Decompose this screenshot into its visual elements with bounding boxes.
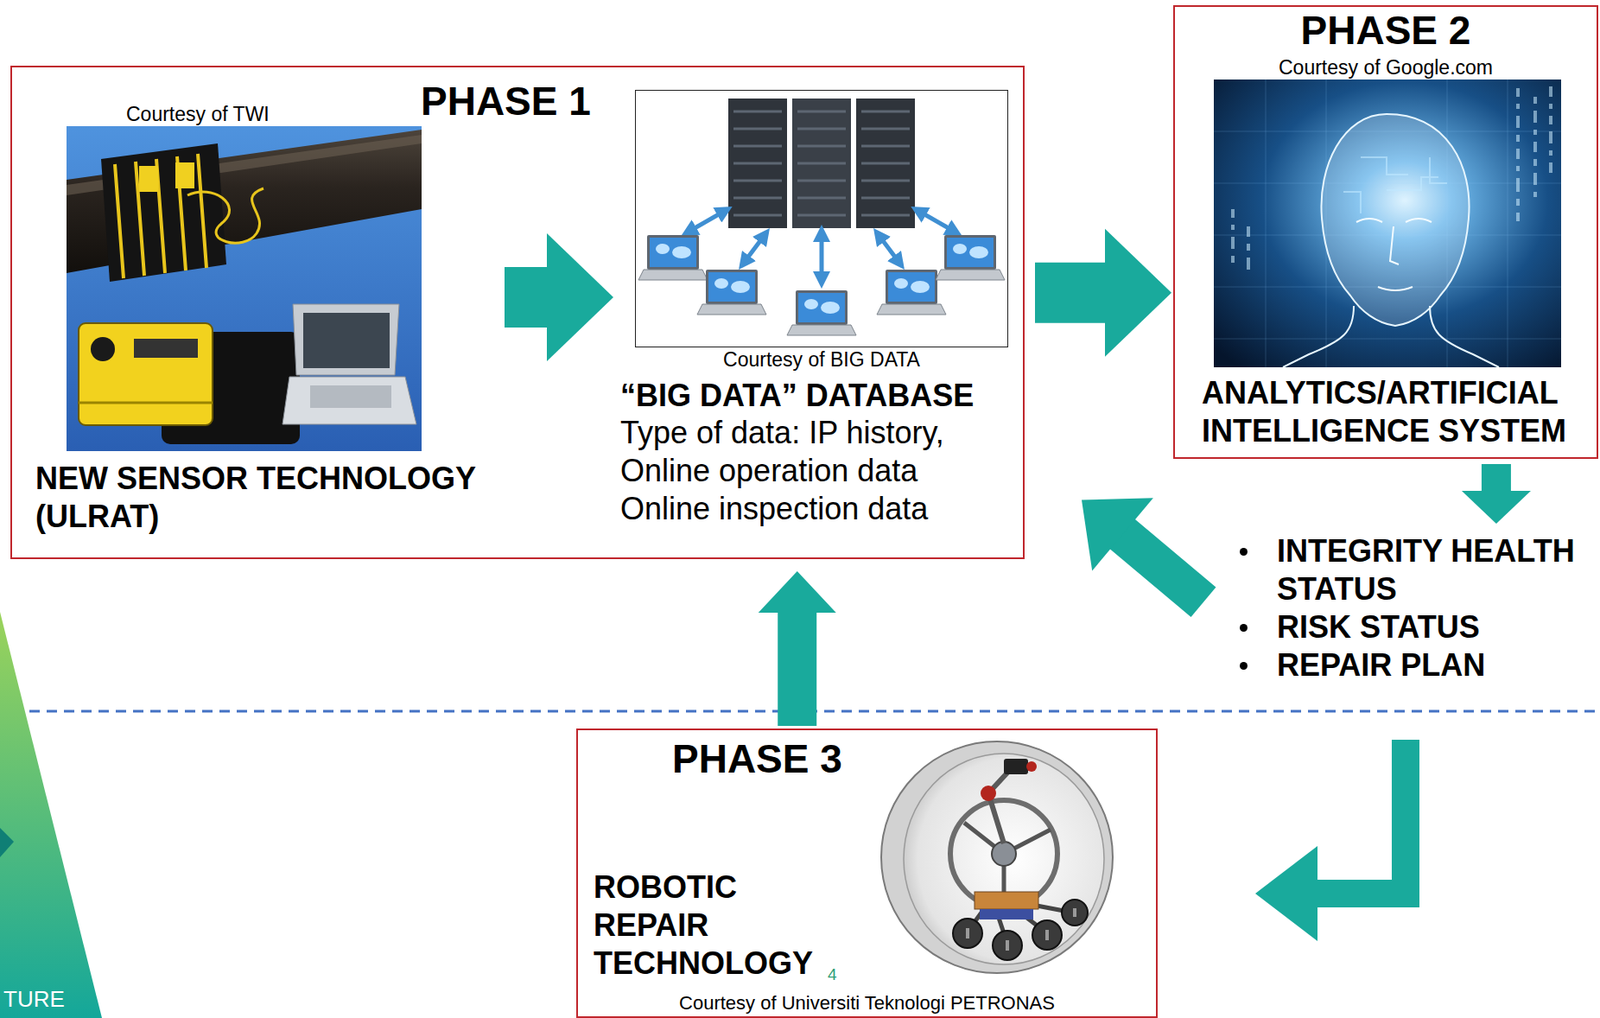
picture-frame (635, 90, 1009, 348)
unit-seam (78, 401, 213, 405)
corner-mark (0, 827, 14, 858)
unit-knob (90, 336, 115, 362)
picture-background (1213, 79, 1562, 368)
phase-title: PHASE 2 (1174, 8, 1597, 52)
robot-camera (1003, 758, 1029, 775)
arrow-shaft (1481, 463, 1512, 493)
laptop (638, 234, 708, 280)
bullet-item: RISK STATUS (1276, 608, 1588, 647)
page-number: 4 (827, 965, 838, 985)
flow-arrow (758, 571, 837, 726)
data-arrow (819, 233, 825, 280)
laptop-keyboard (310, 385, 392, 408)
arrow-shaft (777, 610, 817, 726)
image-credit: Courtesy of Google.com (1174, 55, 1597, 80)
laptop-base (282, 376, 417, 425)
flow-arrow (1034, 228, 1172, 357)
sensor-wires (187, 188, 264, 243)
label-anchor: TURE (3, 985, 65, 1012)
image-credit: Courtesy of BIG DATA (634, 347, 1009, 372)
collar-tag (139, 165, 159, 192)
laptop (876, 269, 947, 315)
unit-panel (133, 338, 198, 358)
data-arrow (918, 210, 955, 232)
robot-body (974, 891, 1039, 909)
robot-picture (877, 739, 1118, 975)
phase-title: PHASE 3 (672, 736, 843, 781)
robot-arm (988, 770, 1010, 844)
flow-arrow (1255, 739, 1406, 941)
laptop (697, 269, 767, 315)
bullet-item: REPAIR PLAN (1276, 646, 1588, 685)
image-credit: Courtesy of TWI (126, 101, 270, 127)
flow-arrow (504, 233, 614, 362)
wheel-hubs (967, 907, 1075, 951)
robot-plate (979, 908, 1034, 920)
data-types: Type of data: IP history, Online operati… (620, 413, 1001, 528)
arrow-head (1255, 845, 1318, 941)
arrow-head (758, 571, 837, 613)
arrow-shaft (1121, 533, 1204, 603)
face-lines (1356, 218, 1432, 291)
data-arrow (878, 234, 900, 263)
arm-joint (980, 785, 997, 801)
bullet-dot (1239, 661, 1248, 670)
sensor-unit (78, 323, 213, 426)
technology-caption: NEW SENSOR TECHNOLOGY (ULRAT) (35, 459, 494, 536)
data-arrow (743, 234, 765, 263)
head-outline (1320, 114, 1469, 326)
label-anchor: 4 (827, 965, 838, 985)
system-caption: ANALYTICS/ARTIFICIAL INTELLIGENCE SYSTEM (1201, 374, 1591, 451)
robot-ring (950, 800, 1058, 908)
pipe-wall (881, 741, 1113, 973)
phase-box: PHASE 3 ROBOTIC REPAIR TECHNOLOGY Courtesy… (576, 728, 1158, 1018)
sensor-panel: Courtesy of TWI NEW SENSOR TECHNOLOGY (UL… (31, 101, 498, 536)
arrow-shaft (504, 266, 549, 328)
camera-lens (1026, 761, 1037, 772)
circuit-lines (1343, 157, 1448, 214)
server-slots (733, 111, 910, 216)
flow-arrow (1081, 497, 1204, 602)
laptop (935, 234, 1005, 280)
pipe-bore (903, 753, 1105, 965)
ai-picture (1213, 79, 1562, 368)
arrow-head (1461, 490, 1531, 524)
phase-title: PHASE 1 (420, 79, 591, 123)
phase-box: PHASE 1 Courtesy of TWI NEW SENSOR TECHNOL… (10, 65, 1025, 559)
collar-tag (175, 162, 195, 189)
bullet-item: INTEGRITY HEALTH STATUS (1276, 532, 1588, 609)
output-list: INTEGRITY HEALTH STATUSRISK STATUSREPAIR… (1225, 528, 1597, 688)
arrow-head (1104, 228, 1172, 357)
collar-bands (114, 153, 207, 279)
sensor-collar (101, 143, 227, 282)
photo-background (66, 126, 422, 451)
database-heading: “BIG DATA” DATABASE (620, 376, 1016, 414)
arrow-head (546, 233, 614, 362)
sensor-photo (66, 126, 422, 451)
flow-arrow (1461, 463, 1531, 524)
laptop-screen (303, 312, 390, 369)
data-arrow (688, 210, 725, 232)
technology-caption: ROBOTIC REPAIR TECHNOLOGY (593, 868, 827, 983)
bullet-dot (1239, 623, 1248, 632)
laptop-lid (292, 304, 400, 375)
arrow-shaft (1034, 262, 1107, 324)
image-credit: Courtesy of Universiti Teknologi PETRONA… (577, 990, 1156, 1016)
laptop (787, 290, 857, 336)
database-picture (634, 89, 1009, 348)
arrow-shaft (1315, 739, 1406, 894)
phase-box: PHASE 2 Courtesy of Google.comANALYTICS/A… (1173, 5, 1599, 459)
corner-triangle (0, 611, 102, 1018)
database-panel: Courtesy of BIG DATA “BIG DATA” DATABASET… (620, 86, 1018, 528)
bullet-dot (1239, 547, 1248, 556)
robot-hub (991, 841, 1016, 866)
grid-lines (1213, 79, 1562, 368)
neck-shoulders (1282, 305, 1499, 368)
arrow-head (1081, 497, 1154, 571)
slide-watermark: TURE (3, 985, 65, 1012)
